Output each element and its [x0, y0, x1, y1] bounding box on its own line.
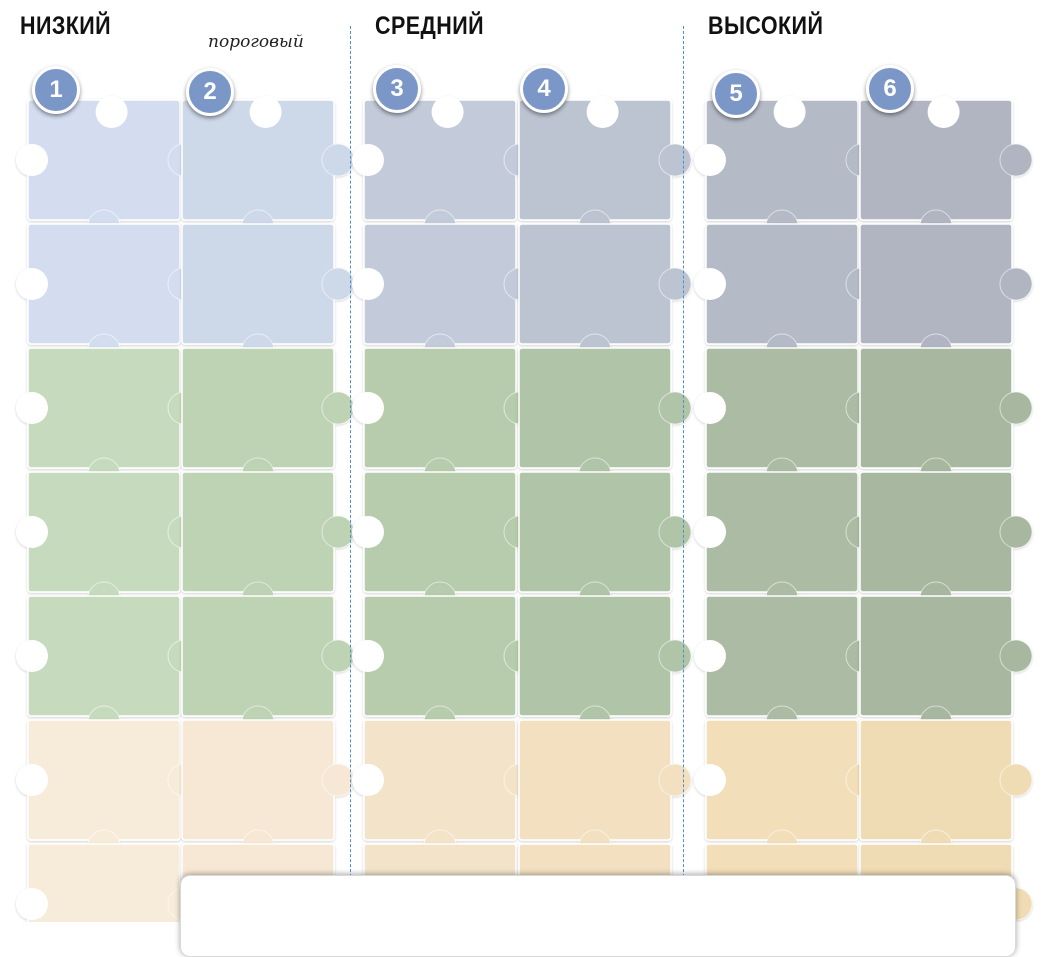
puzzle-piece — [518, 595, 692, 739]
puzzle-piece — [181, 96, 355, 243]
puzzle-piece — [518, 347, 692, 491]
puzzle-grid — [16, 96, 1033, 922]
badge-5: 5 — [712, 70, 760, 118]
level-header-high: ВЫСОКИЙ — [708, 12, 824, 40]
puzzle-piece — [694, 719, 879, 863]
puzzle-piece — [352, 719, 537, 863]
level-header-medium: СРЕДНИЙ — [375, 12, 484, 40]
column-divider-1 — [350, 26, 351, 922]
puzzle-piece — [694, 347, 879, 491]
puzzle-piece — [181, 471, 355, 615]
puzzle-piece — [352, 595, 537, 739]
puzzle-piece — [352, 223, 537, 367]
puzzle-piece — [518, 719, 692, 863]
puzzle-piece — [16, 719, 201, 863]
badge-2: 2 — [186, 68, 234, 116]
puzzle-piece — [518, 471, 692, 615]
puzzle-piece — [181, 347, 355, 491]
puzzle-piece — [694, 223, 879, 367]
puzzle-piece — [16, 223, 201, 367]
puzzle-piece — [859, 347, 1033, 491]
puzzle-piece — [859, 223, 1033, 367]
puzzle-piece — [181, 595, 355, 739]
puzzle-piece — [518, 96, 692, 243]
column-divider-2 — [683, 26, 684, 922]
puzzle-piece — [352, 471, 537, 615]
puzzle-piece — [694, 471, 879, 615]
bottom-panel — [180, 875, 1016, 957]
puzzle-piece — [859, 595, 1033, 739]
puzzle-piece — [694, 595, 879, 739]
badge-4: 4 — [520, 65, 568, 113]
puzzle-piece — [859, 96, 1033, 243]
badge-3: 3 — [373, 65, 421, 113]
puzzle-piece — [694, 96, 879, 243]
level-header-low: НИЗКИЙ — [20, 12, 112, 40]
badge-1: 1 — [32, 66, 80, 114]
puzzle-piece — [16, 347, 201, 491]
puzzle-piece — [16, 595, 201, 739]
puzzle-piece — [859, 719, 1033, 863]
puzzle-piece — [181, 223, 355, 367]
puzzle-piece — [518, 223, 692, 367]
puzzle-piece — [16, 471, 201, 615]
puzzle-piece — [181, 719, 355, 863]
puzzle-piece — [352, 96, 537, 243]
puzzle-piece — [352, 347, 537, 491]
threshold-note: пороговый — [208, 32, 304, 52]
puzzle-piece — [16, 96, 201, 243]
puzzle-piece — [16, 843, 201, 922]
badge-6: 6 — [866, 65, 914, 113]
puzzle-piece — [859, 471, 1033, 615]
